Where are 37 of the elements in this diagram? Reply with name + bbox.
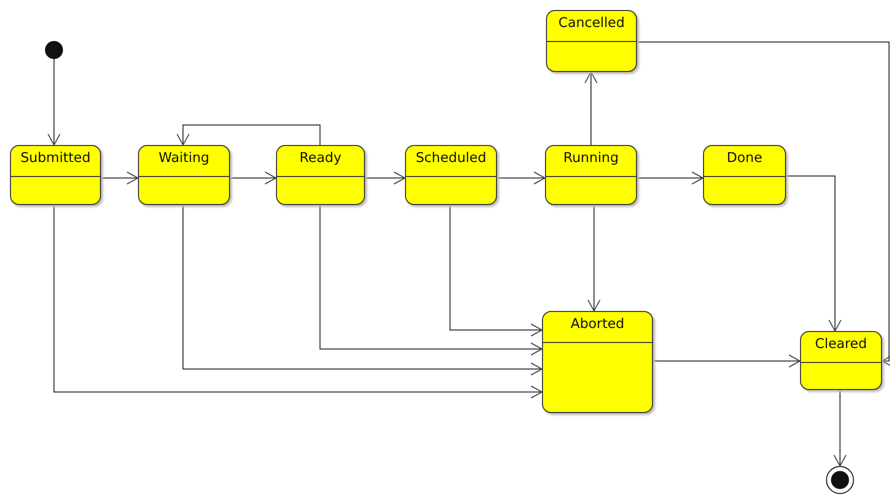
transition-arrow <box>100 172 138 184</box>
transition-arrow <box>652 354 800 368</box>
transition-arrow <box>588 204 600 312</box>
transition-arrow <box>834 390 846 466</box>
state-name: Ready <box>300 150 342 166</box>
transition-arrow <box>176 124 320 146</box>
state-box <box>405 145 497 205</box>
transition-arrow <box>48 58 60 146</box>
state-name: Aborted <box>570 316 624 332</box>
final-state <box>826 466 854 494</box>
transition-arrow <box>364 172 406 184</box>
state-box <box>800 331 882 390</box>
state-box <box>276 145 365 205</box>
state-box <box>703 145 786 205</box>
transition-arrow <box>636 172 704 184</box>
transition-arrow <box>182 204 542 376</box>
transition-arrow <box>584 72 598 146</box>
state-name: Done <box>726 150 762 166</box>
state-name: Cleared <box>815 336 867 352</box>
state-box <box>138 145 230 205</box>
state-name: Waiting <box>158 150 210 166</box>
initial-state <box>45 41 63 59</box>
state-name: Scheduled <box>416 150 486 166</box>
state-name: Running <box>563 150 619 166</box>
transition-arrow <box>450 204 542 336</box>
state-box <box>545 145 637 205</box>
transition-arrow <box>54 204 542 398</box>
state-name: Cancelled <box>558 15 625 31</box>
transition-arrow <box>636 42 890 368</box>
transition-arrow <box>230 172 276 184</box>
transition-arrow <box>786 176 842 332</box>
transition-arrow <box>320 204 542 356</box>
state-box <box>542 311 653 413</box>
transition-arrow <box>496 172 546 184</box>
state-box <box>10 145 101 205</box>
state-box <box>546 10 637 72</box>
state-name: Submitted <box>20 150 91 166</box>
